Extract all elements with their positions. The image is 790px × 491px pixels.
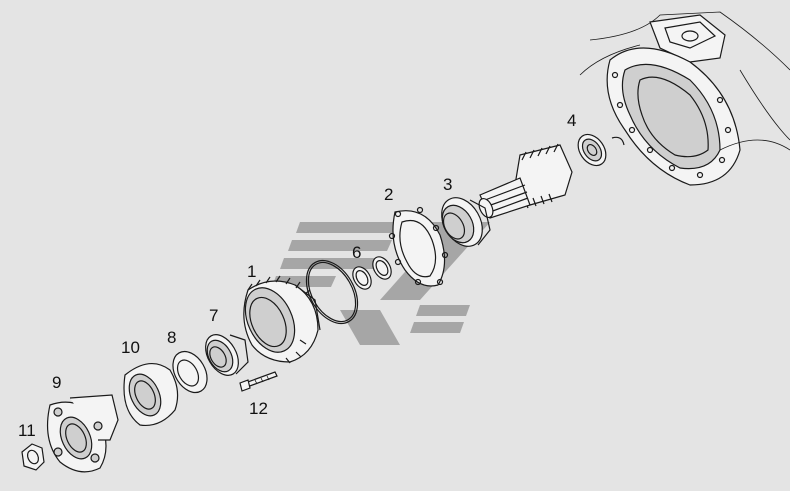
label-part-1: 1 (247, 262, 256, 281)
label-part-8: 8 (167, 328, 176, 347)
part-6-shims (352, 256, 392, 290)
watermark-logo (272, 222, 490, 345)
part-3-bearing (441, 197, 491, 247)
part-4-bearing (577, 133, 625, 167)
part-10-shield (123, 363, 179, 427)
label-part-11: 11 (18, 421, 36, 440)
label-part-3: 3 (443, 175, 452, 194)
part-8-seal (172, 350, 208, 394)
o-ring (305, 259, 359, 325)
label-part-9: 9 (52, 373, 61, 392)
part-1-bearing-housing (243, 275, 321, 364)
part-2-gasket (388, 206, 449, 287)
label-part-12: 12 (249, 399, 268, 418)
label-part-4: 4 (567, 111, 576, 130)
part-9-flange (47, 394, 119, 473)
label-part-7: 7 (209, 306, 218, 325)
pinion-shaft (478, 143, 573, 219)
axle-housing (579, 11, 790, 186)
part-11-nut (21, 443, 45, 471)
part-7-bearing (205, 334, 249, 376)
label-part-10: 10 (121, 338, 140, 357)
part-12-bolt (239, 371, 278, 392)
label-part-2: 2 (384, 185, 393, 204)
label-part-6: 6 (352, 243, 361, 262)
